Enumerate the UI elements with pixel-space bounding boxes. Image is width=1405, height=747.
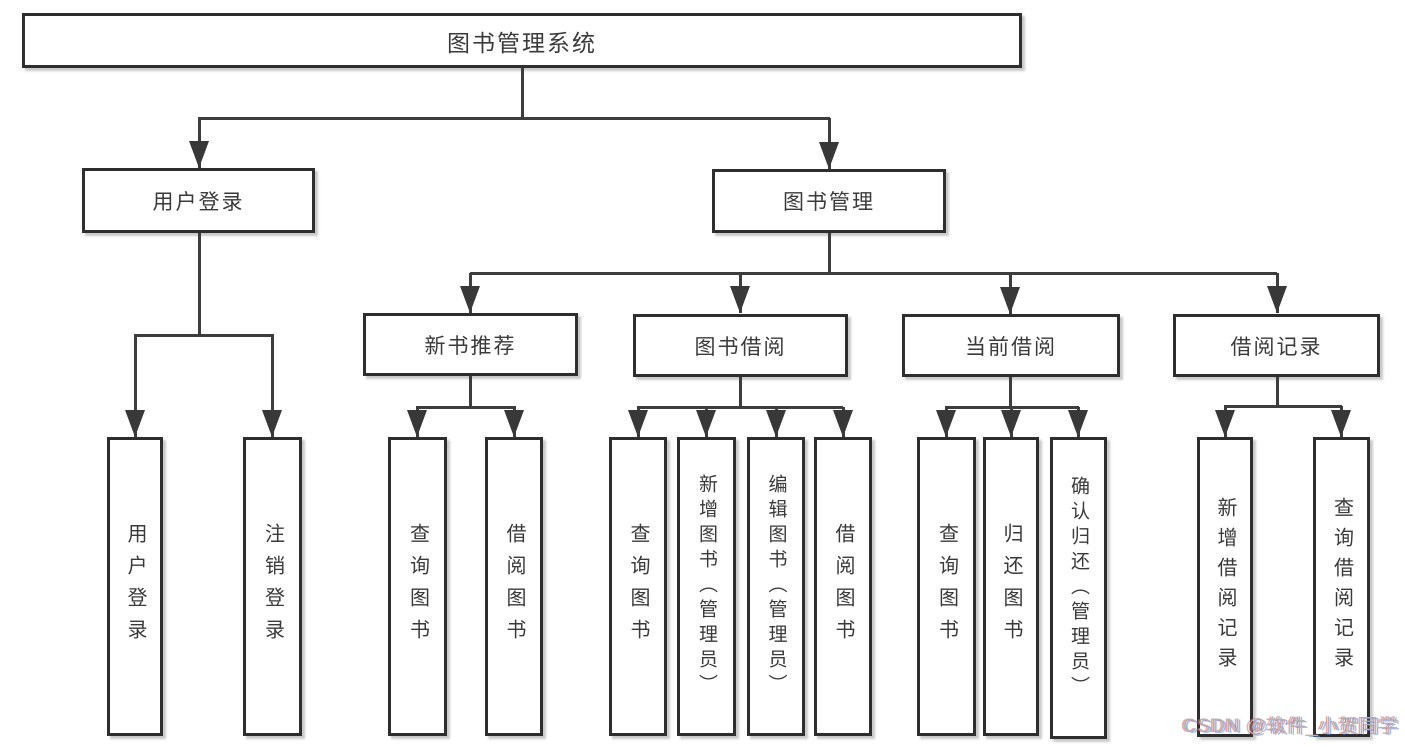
- leaf-borrow-books-recommend: 借阅图书: [485, 437, 543, 736]
- connector-arrow-down: [936, 410, 956, 437]
- node-label: 图书借阅: [694, 335, 787, 359]
- connector-line: [198, 233, 201, 335]
- leaf-label: 确认归还（管理员）: [1068, 475, 1089, 701]
- leaf-label: 借阅图书: [503, 522, 525, 651]
- connector-arrow-down: [819, 142, 839, 169]
- connector-arrow-down: [262, 410, 282, 437]
- leaf-label: 查询图书: [627, 522, 649, 651]
- leaf-label: 新增借阅记录: [1214, 497, 1236, 677]
- leaf-edit-books-admin: 编辑图书（管理员）: [747, 437, 805, 736]
- connector-line: [828, 233, 831, 273]
- leaf-label: 注销登录: [261, 522, 284, 651]
- leaf-query-books-current: 查询图书: [917, 437, 976, 736]
- node-label: 借阅记录: [1230, 335, 1323, 359]
- connector-arrow-down: [460, 286, 480, 313]
- leaf-label: 查询图书: [935, 522, 958, 651]
- connector-arrow-down: [1267, 286, 1287, 313]
- leaf-query-borrow-record: 查询借阅记录: [1313, 437, 1370, 737]
- connector-arrow-down: [1000, 287, 1020, 314]
- connector-arrow-down: [407, 410, 427, 437]
- leaf-query-books-borrow: 查询图书: [609, 437, 667, 736]
- connector-line: [739, 377, 742, 407]
- connector-line: [134, 334, 274, 337]
- connector-line: [470, 272, 1277, 275]
- connector-line: [416, 406, 516, 409]
- connector-line: [469, 376, 472, 407]
- connector-arrow-down: [696, 410, 716, 437]
- connector-arrow-down: [1331, 410, 1351, 437]
- node-label: 用户登录: [152, 190, 245, 214]
- connector-line: [271, 335, 274, 437]
- node-borrow-record: 借阅记录: [1173, 314, 1380, 377]
- node-root-label: 图书管理系统: [447, 29, 597, 56]
- leaf-label: 借阅图书: [832, 522, 854, 651]
- node-label: 新书推荐: [424, 334, 517, 358]
- connector-arrow-down: [1068, 410, 1088, 437]
- leaf-query-books-recommend: 查询图书: [388, 437, 447, 736]
- connector-arrow-down: [730, 286, 750, 313]
- leaf-label: 新增图书（管理员）: [696, 474, 717, 699]
- connector-arrow-down: [1215, 410, 1235, 437]
- node-user-login: 用户登录: [82, 168, 315, 233]
- leaf-label: 查询图书: [406, 522, 429, 651]
- connector-arrow-down: [189, 141, 209, 168]
- node-label: 图书管理: [783, 191, 875, 214]
- leaf-return-books: 归还图书: [983, 437, 1039, 736]
- leaf-add-books-admin: 新增图书（管理员）: [677, 437, 736, 736]
- connector-line: [637, 406, 843, 409]
- node-new-book-recommend: 新书推荐: [363, 313, 578, 376]
- connector-line: [198, 117, 830, 120]
- connector-line: [1224, 405, 1342, 408]
- connector-line: [134, 335, 137, 437]
- node-book-management: 图书管理: [712, 169, 946, 233]
- node-root: 图书管理系统: [22, 13, 1022, 68]
- node-book-borrow: 图书借阅: [633, 314, 848, 377]
- connector-arrow-down: [766, 410, 786, 437]
- connector-arrow-down: [1001, 410, 1021, 437]
- connector-arrow-down: [125, 410, 145, 437]
- connector-line: [1009, 377, 1012, 407]
- leaf-add-borrow-record: 新增借阅记录: [1197, 437, 1253, 737]
- node-current-borrow: 当前借阅: [902, 314, 1120, 377]
- watermark: CSDN @软件_小贺同学: [1183, 716, 1399, 737]
- leaf-confirm-return-admin: 确认归还（管理员）: [1050, 437, 1107, 739]
- leaf-label: 归还图书: [1000, 522, 1022, 651]
- node-label: 当前借阅: [965, 335, 1057, 359]
- leaf-label: 查询借阅记录: [1330, 497, 1353, 677]
- connector-line: [1276, 377, 1279, 406]
- connector-arrow-down: [504, 410, 524, 437]
- leaf-label: 编辑图书（管理员）: [765, 474, 787, 699]
- leaf-label: 用户登录: [124, 522, 146, 651]
- connector-arrow-down: [628, 410, 648, 437]
- connector-arrow-down: [833, 410, 853, 437]
- leaf-borrow-books: 借阅图书: [814, 437, 872, 736]
- connector-line: [521, 68, 524, 118]
- leaf-logout: 注销登录: [243, 437, 302, 736]
- leaf-user-login: 用户登录: [107, 437, 163, 736]
